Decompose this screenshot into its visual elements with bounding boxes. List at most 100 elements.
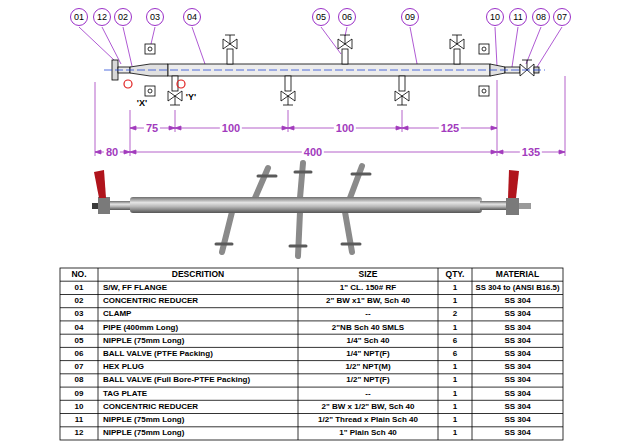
callout-circle: 10 xyxy=(486,8,504,26)
callout-circle: 07 xyxy=(553,8,571,26)
table-text: SS 304 xyxy=(504,376,530,384)
table-cell: 1 xyxy=(438,321,472,334)
table-cell: 1" CL. 150# RF xyxy=(298,281,438,294)
table-cell: 1 xyxy=(438,400,472,413)
callout-circle: 04 xyxy=(183,8,201,26)
table-cell: 1 xyxy=(438,294,472,307)
table-text: 1 xyxy=(453,376,457,384)
table-cell: 2" BW x1" BW, Sch 40 xyxy=(298,294,438,307)
table-text: NIPPLE (75mm Long) xyxy=(103,416,184,424)
table-text: NIPPLE (75mm Long) xyxy=(103,429,184,437)
table-text: CONCENTRIC REDUCER xyxy=(103,297,198,305)
table-cell: SS 304 xyxy=(472,308,563,321)
dimension-label: 100 xyxy=(220,123,242,134)
table-text: 1 xyxy=(453,363,457,371)
table-cell: -- xyxy=(298,308,438,321)
table-text: 1 xyxy=(453,324,457,332)
table-text: TAG PLATE xyxy=(103,390,147,398)
table-cell: 12 xyxy=(60,427,98,440)
table-cell: -- xyxy=(298,387,438,400)
table-text: NIPPLE (75mm Long) xyxy=(103,337,184,345)
table-text: 1/2" Thread x Plain Sch 40 xyxy=(318,416,418,424)
table-text: SS 304 xyxy=(504,297,530,305)
table-cell: 1/4" NPT(F) xyxy=(298,347,438,360)
table-cell: 2 xyxy=(438,308,472,321)
table-text: BALL VALVE (PTFE Packing) xyxy=(103,350,213,358)
callout-number: 04 xyxy=(187,13,197,22)
table-cell: 1 xyxy=(438,361,472,374)
callout-circle: 12 xyxy=(93,8,111,26)
table-cell: 04 xyxy=(60,321,98,334)
callout-circle: 01 xyxy=(70,8,88,26)
table-text: SS 304 xyxy=(504,429,530,437)
table-text: -- xyxy=(365,390,370,398)
table-text: PIPE (400mm Long) xyxy=(103,324,178,332)
callout-number: 10 xyxy=(490,13,500,22)
table-header-cell: NO. xyxy=(60,268,98,281)
table-text: 10 xyxy=(75,403,84,411)
table-cell: 6 xyxy=(438,347,472,360)
table-cell: SS 304 xyxy=(472,374,563,387)
table-text: 1 xyxy=(453,429,457,437)
table-text: SS 304 xyxy=(504,310,530,318)
table-text: 1" CL. 150# RF xyxy=(340,284,396,292)
callout-number: 05 xyxy=(316,13,326,22)
table-cell: CLAMP xyxy=(98,308,298,321)
table-text: 1/4" NPT(F) xyxy=(346,350,389,358)
table-cell: 1 xyxy=(438,427,472,440)
table-text: 12 xyxy=(75,429,84,437)
table-text: -- xyxy=(365,310,370,318)
table-header-cell: QTY. xyxy=(438,268,472,281)
table-cell: 09 xyxy=(60,387,98,400)
table-cell: BALL VALVE (Full Bore-PTFE Packing) xyxy=(98,374,298,387)
callout-number: 02 xyxy=(118,13,128,22)
dimension-label: 100 xyxy=(334,123,356,134)
table-text: 1 xyxy=(453,403,457,411)
callout-circle: 11 xyxy=(509,8,527,26)
table-text: 04 xyxy=(75,324,84,332)
table-cell: 05 xyxy=(60,334,98,347)
table-text: 1" Plain Sch 40 xyxy=(339,429,397,437)
dimension-label: 135 xyxy=(520,147,542,158)
table-cell: SS 304 to (ANSI B16.5) xyxy=(472,281,563,294)
table-cell: SS 304 xyxy=(472,334,563,347)
table-header: NO. xyxy=(71,270,86,279)
table-header: DESCRITION xyxy=(172,270,224,279)
table-text: 1 xyxy=(453,297,457,305)
table-cell: 1/4" Sch 40 xyxy=(298,334,438,347)
table-text: 1/2" NPT(F) xyxy=(346,376,389,384)
callout-circle: 05 xyxy=(312,8,330,26)
table-header-cell: DESCRITION xyxy=(98,268,298,281)
table-cell: SS 304 xyxy=(472,400,563,413)
table-cell: 10 xyxy=(60,400,98,413)
callout-number: 08 xyxy=(536,13,546,22)
table-cell: S/W, FF FLANGE xyxy=(98,281,298,294)
table-text: 2"NB Sch 40 SMLS xyxy=(332,324,404,332)
table-text: 2 xyxy=(453,310,457,318)
table-cell: 06 xyxy=(60,347,98,360)
table-text: HEX PLUG xyxy=(103,363,144,371)
table-cell: 03 xyxy=(60,308,98,321)
table-cell: PIPE (400mm Long) xyxy=(98,321,298,334)
table-text: 05 xyxy=(75,337,84,345)
table-cell: 6 xyxy=(438,334,472,347)
table-cell: 08 xyxy=(60,374,98,387)
detail-mark xyxy=(124,80,132,88)
table-cell: 02 xyxy=(60,294,98,307)
dimension-label: 125 xyxy=(439,123,461,134)
table-cell: NIPPLE (75mm Long) xyxy=(98,414,298,427)
table-cell: 11 xyxy=(60,414,98,427)
table-text: SS 304 to (ANSI B16.5) xyxy=(475,284,559,292)
dimension-lines xyxy=(95,76,565,156)
table-cell: SS 304 xyxy=(472,361,563,374)
table-text: 08 xyxy=(75,376,84,384)
table-text: SS 304 xyxy=(504,350,530,358)
callout-number: 09 xyxy=(405,13,415,22)
table-text: 1 xyxy=(453,284,457,292)
table-cell: 1/2" Thread x Plain Sch 40 xyxy=(298,414,438,427)
table-text: SS 304 xyxy=(504,390,530,398)
table-cell: 01 xyxy=(60,281,98,294)
table-text: CLAMP xyxy=(103,310,131,318)
table-text: SS 304 xyxy=(504,416,530,424)
